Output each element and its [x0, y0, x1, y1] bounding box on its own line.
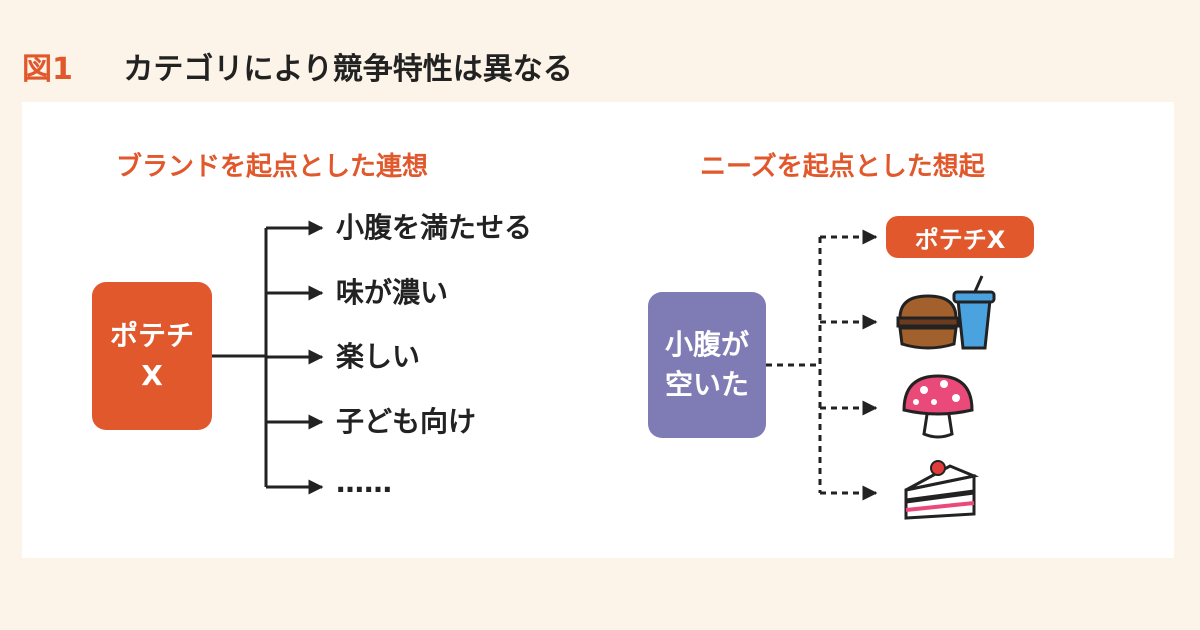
figure-number: 図1	[22, 52, 73, 87]
need-source-line1: 小腹が	[664, 328, 749, 361]
cake-slice-icon	[904, 460, 980, 520]
figure-header: 図1 カテゴリにより競争特性は異なる	[22, 44, 573, 88]
brand-source-box: ポテチ X	[92, 282, 212, 430]
brand-association-connectors	[212, 220, 324, 495]
association-item-5: ……	[336, 466, 392, 499]
association-item-4: 子ども向け	[336, 405, 477, 438]
need-recall-connectors	[766, 229, 878, 501]
association-item-1: 小腹を満たせる	[336, 211, 533, 244]
brand-source-line2: X	[141, 359, 163, 392]
burger-and-drink-icon	[896, 275, 996, 350]
figure-title: カテゴリにより競争特性は異なる	[123, 52, 573, 87]
need-source-line2: 空いた	[664, 368, 749, 401]
brand-source-line1: ポテチ	[109, 319, 194, 352]
need-source-box: 小腹が 空いた	[648, 292, 766, 438]
association-item-2: 味が濃い	[336, 276, 449, 309]
brand-association-heading: ブランドを起点とした連想	[116, 152, 429, 182]
mushroom-snack-icon	[902, 374, 974, 439]
association-item-3: 楽しい	[336, 340, 421, 373]
need-recall-heading: ニーズを起点とした想起	[700, 152, 985, 182]
recalled-brand-pill: ポテチX	[886, 216, 1034, 258]
